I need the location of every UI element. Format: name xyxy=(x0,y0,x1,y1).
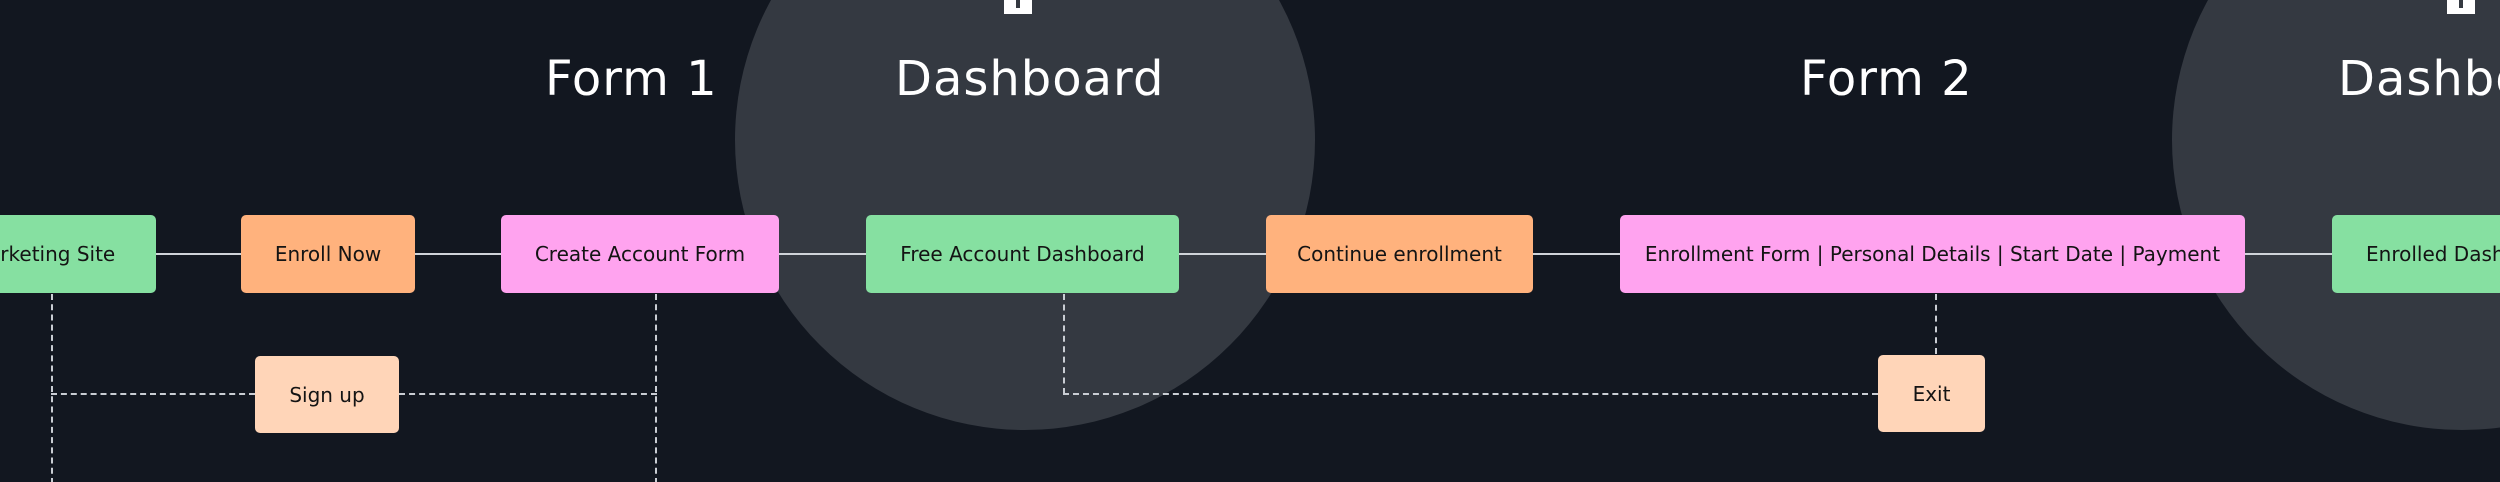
node-label: Free Account Dashboard xyxy=(900,242,1145,266)
dashed-connector xyxy=(1935,294,1937,354)
connector xyxy=(1533,253,1620,255)
node-enrollment-form[interactable]: Enrollment Form | Personal Details | Sta… xyxy=(1620,215,2245,293)
node-label: Enrollment Form | Personal Details | Sta… xyxy=(1644,242,2221,266)
dashed-connector xyxy=(51,294,53,482)
node-enrolled-dashboard[interactable]: Enrolled Dashboard xyxy=(2332,215,2500,293)
section-marker-icon xyxy=(2447,0,2475,14)
dashed-connector xyxy=(1063,294,1065,394)
connector xyxy=(2245,253,2332,255)
node-continue-enrollment[interactable]: Continue enrollment xyxy=(1266,215,1533,293)
node-create-account-form[interactable]: Create Account Form xyxy=(501,215,779,293)
node-label: Enrolled Dashboard xyxy=(2366,242,2500,266)
connector xyxy=(156,253,241,255)
section-title-form-1: Form 1 xyxy=(545,51,718,107)
section-title-dashboard-2: Dashboard xyxy=(2338,51,2500,107)
connector xyxy=(415,253,501,255)
node-label: Exit xyxy=(1912,381,1951,406)
section-marker-icon xyxy=(1004,0,1032,14)
section-title-dashboard-1: Dashboard xyxy=(895,51,1165,107)
dashed-connector xyxy=(655,294,657,482)
dashed-connector xyxy=(399,393,657,395)
node-label: Marketing Site xyxy=(0,242,116,266)
node-free-account-dashboard[interactable]: Free Account Dashboard xyxy=(866,215,1179,293)
dashed-connector xyxy=(51,393,255,395)
node-label: Sign up xyxy=(289,382,365,407)
node-sign-up[interactable]: Sign up xyxy=(255,356,399,433)
connector xyxy=(1179,253,1266,255)
node-enroll-now[interactable]: Enroll Now xyxy=(241,215,415,293)
node-marketing-site[interactable]: Marketing Site xyxy=(0,215,156,293)
node-label: Create Account Form xyxy=(534,242,746,266)
node-label: Enroll Now xyxy=(274,242,382,266)
connector xyxy=(779,253,866,255)
dashed-connector xyxy=(1063,393,1878,395)
node-label: Continue enrollment xyxy=(1297,242,1502,266)
section-title-form-2: Form 2 xyxy=(1800,51,1973,107)
node-exit[interactable]: Exit xyxy=(1878,355,1985,432)
